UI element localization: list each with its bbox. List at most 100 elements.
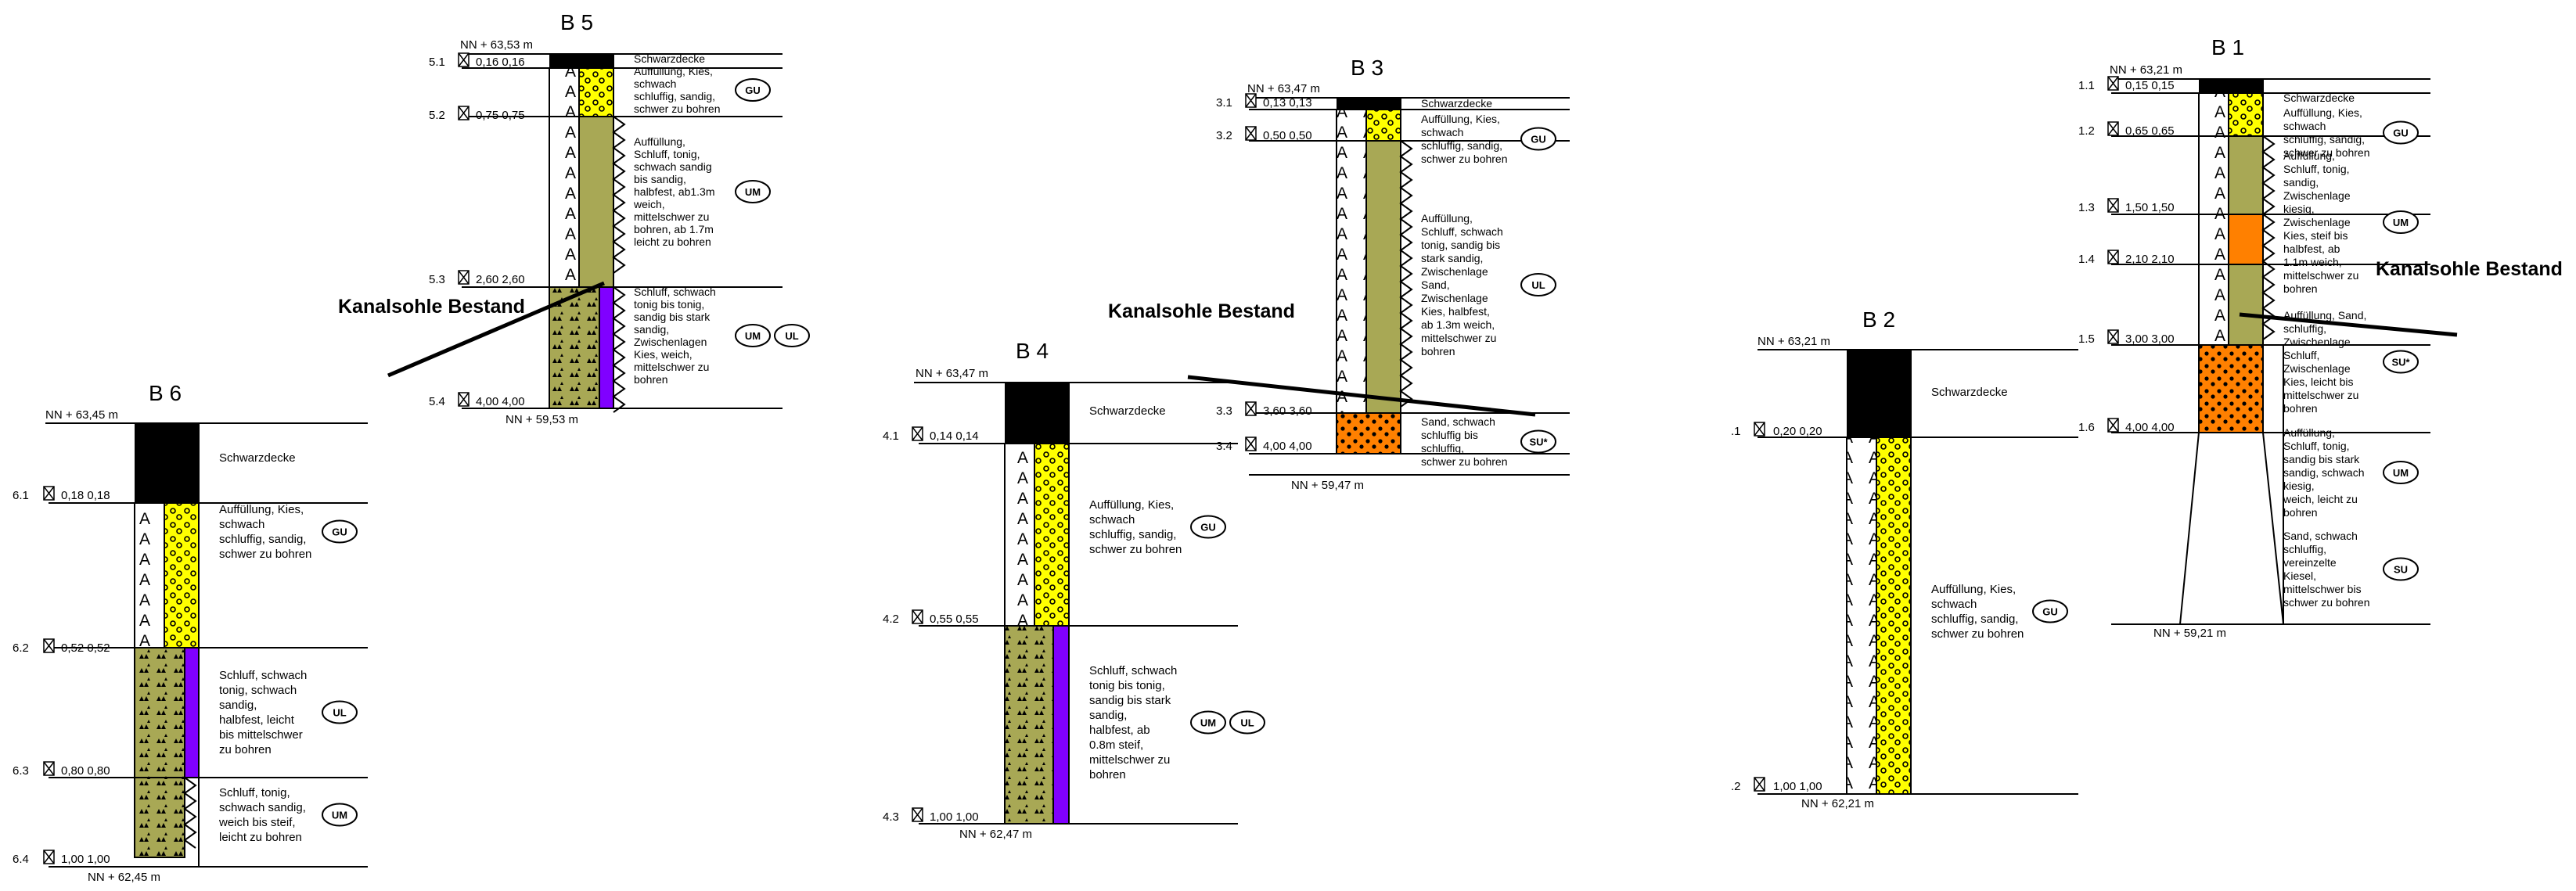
sample-number: 5.4 — [429, 395, 445, 408]
sample-markers — [1754, 422, 1765, 792]
description-line: Auffüllung, Kies, — [1089, 498, 1174, 512]
sample-depth: 1,00 1,00 — [930, 810, 979, 824]
top-elevation-label: NN + 63,47 m — [916, 367, 988, 380]
borehole-b1: B 1 NN + 63,21 m 1.1 — [2078, 35, 2563, 640]
soil-class-code: UM — [332, 810, 347, 821]
soil-class-code: GU — [2042, 606, 2058, 618]
description-line: schluffig bis — [1421, 429, 1478, 441]
description-line: bohren — [2283, 282, 2318, 295]
layer-description: Schwarzdecke — [1931, 386, 2008, 399]
soil-class-code: GU — [745, 84, 761, 96]
sample-number: 4.3 — [883, 810, 899, 824]
layer-description: Schwarzdecke — [634, 52, 705, 65]
description-line: Auffüllung, — [1421, 212, 1473, 225]
borehole-b2: B 2 NN + 63,21 m .1 0,20 0,20 .2 1,00 1,… — [1731, 307, 2078, 810]
description-line: mittelschwer zu — [2283, 389, 2358, 401]
description-line: schwach sandig, — [219, 801, 306, 814]
description-line: bohren, ab 1.7m — [634, 223, 714, 235]
sample-depth: 4,00 4,00 — [476, 395, 525, 408]
clay-layer — [599, 286, 614, 409]
soil-class-badge — [2383, 461, 2419, 484]
top-elevation-label: NN + 63,47 m — [1247, 82, 1320, 95]
description-line: Auffüllung, Kies, — [2283, 106, 2362, 119]
sample-depth: 0,75 0,75 — [476, 109, 525, 122]
description-line: schwach — [2283, 120, 2326, 132]
bottom-elevation-label: NN + 62,21 m — [1801, 797, 1874, 810]
description-line: kiesig, — [2283, 203, 2315, 215]
sample-depth: 0,18 0,18 — [61, 489, 110, 502]
description-line: schluffig, sandig, — [219, 533, 306, 546]
sample-number: 6.2 — [13, 641, 29, 655]
soil-class-code: UL — [1240, 717, 1254, 729]
description-line: mittelschwer zu — [634, 361, 709, 373]
kanalsohle-label: Kanalsohle Bestand — [1108, 300, 1295, 322]
description-line: sandig bis stark — [2283, 453, 2360, 465]
description-line: schwach — [1931, 598, 1977, 611]
sample-number: .2 — [1731, 780, 1741, 793]
sample-depth: 3,60 3,60 — [1263, 404, 1312, 418]
soil-class-badge — [2383, 210, 2419, 234]
description-line: Auffüllung, — [2283, 149, 2335, 162]
borehole-b4: B 4 NN + 63,47 m 4.1 0,14 0,14 4.2 0,55 … — [883, 339, 1238, 841]
sample-number: 3.3 — [1216, 404, 1232, 418]
description-line: sandig, — [219, 699, 257, 712]
asphalt-layer — [1005, 383, 1069, 444]
sample-depth: 0,14 0,14 — [930, 429, 979, 443]
borehole-title: B 5 — [560, 10, 593, 34]
description-line: schluffig, sandig, — [634, 90, 715, 102]
bottom-elevation-label: NN + 59,53 m — [505, 413, 578, 426]
description-line: bis sandig, — [634, 173, 686, 185]
description-line: schwer zu bohren — [219, 548, 311, 561]
description-line: mittelschwer zu — [1089, 753, 1170, 767]
soil-class-badge — [1229, 710, 1265, 735]
description-line: Schluff, tonig, — [2283, 163, 2350, 175]
bottom-elevation-label: NN + 59,47 m — [1291, 479, 1364, 492]
sample-markers — [43, 486, 55, 864]
sample-number: 4.1 — [883, 429, 899, 443]
sample-number: 1.4 — [2078, 253, 2095, 266]
sample-list: 5.1 0,16 0,16 5.2 0,75 0,75 5.3 2,60 2,6… — [429, 56, 525, 408]
description-line: sandig, — [634, 323, 669, 336]
description-line: halbfest, ab — [2283, 243, 2340, 255]
description-line: Zwischenlage — [2283, 336, 2351, 348]
asphalt-layer — [1337, 98, 1401, 110]
description-line: Schwarzdecke — [2283, 92, 2355, 104]
description-line: 0.8m steif, — [1089, 738, 1143, 752]
layer-description: Schwarzdecke — [2283, 92, 2355, 104]
sample-depth: 4,00 4,00 — [1263, 440, 1312, 453]
top-elevation-label: NN + 63,45 m — [45, 408, 118, 422]
description-line: schluffig, sandig, — [1931, 613, 2018, 626]
soil-class-badge — [735, 324, 771, 347]
soil-class-code: UM — [2393, 467, 2409, 479]
description-line: mittelschwer zu — [634, 210, 709, 223]
description-line: schwach sandig — [634, 160, 712, 173]
description-line: Schwarzdecke — [1089, 404, 1166, 418]
soil-class-badge — [2383, 350, 2419, 374]
sample-number: 3.4 — [1216, 440, 1232, 453]
top-elevation-label: NN + 63,21 m — [2110, 63, 2182, 77]
description-line: tonig bis tonig, — [634, 298, 704, 311]
soil-class-badge — [1520, 429, 1556, 454]
description-line: schluffig, — [2283, 543, 2326, 555]
sample-number: 5.3 — [429, 273, 445, 286]
description-line: Zwischenlagen — [634, 336, 707, 348]
soil-class-badge — [1190, 710, 1226, 735]
sample-number: 5.1 — [429, 56, 445, 69]
sample-number: 3.2 — [1216, 129, 1232, 142]
description-line: Sand, schwach — [1421, 415, 1495, 428]
soil-class-badge — [774, 324, 810, 347]
borehole-b6: B 6 NN + 63,45 m 6.1 0,18 0,18 6.2 0,52 … — [13, 381, 368, 884]
borehole-title: B 6 — [149, 381, 182, 405]
layer-description: Sand, schwachschluffig,vereinzelteKiesel… — [2283, 530, 2419, 609]
description-line: 1.1m weich, — [2283, 256, 2342, 268]
description-line: zu bohren — [219, 743, 272, 756]
description-line: Schwarzdecke — [219, 451, 296, 465]
description-line: weich, — [633, 198, 665, 210]
